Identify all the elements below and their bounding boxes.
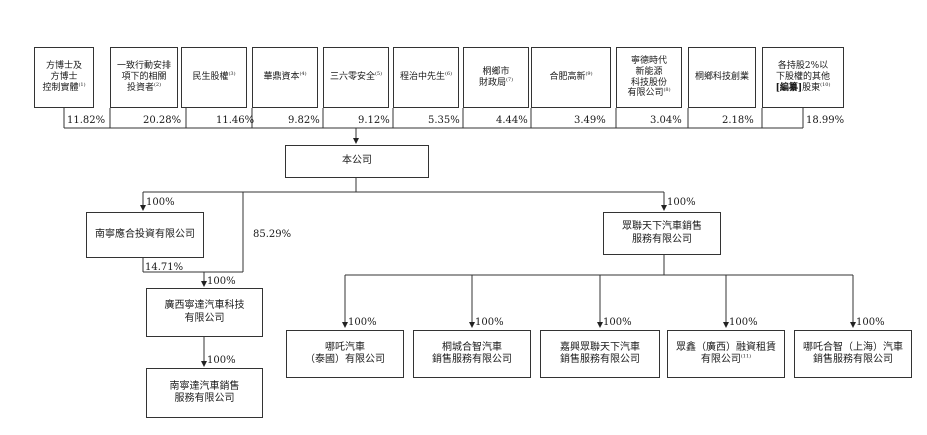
shareholder-pct: 20.28%: [143, 115, 182, 126]
shareholder-pct: 9.82%: [288, 115, 320, 126]
pct-label: 100%: [475, 317, 504, 328]
subsidiary-box: 嘉興眾聯天下汽車 銷售服務有限公司: [540, 330, 660, 378]
shareholder-pct: 18.99%: [806, 115, 845, 126]
shareholder-box: 程治中先生(6): [393, 47, 459, 108]
subsidiary-box: 眾鑫（廣西）融資租賃 有限公司(11): [667, 330, 785, 378]
subsidiary-box: 哪吒合智（上海）汽車 銷售服務有限公司: [794, 330, 912, 378]
pct-label: 100%: [603, 317, 632, 328]
shareholder-pct: 5.35%: [428, 115, 460, 126]
shareholder-pct: 4.44%: [496, 115, 528, 126]
pct-label: 100%: [146, 197, 175, 208]
pct-label: 14.71%: [145, 262, 184, 273]
shareholder-box: 方博士及 方博士 控制實體(1): [34, 47, 94, 108]
shareholder-pct: 9.12%: [358, 115, 390, 126]
shareholder-box: 民生股權(3): [181, 47, 247, 108]
pct-label: 100%: [207, 276, 236, 287]
tech-company-box: 廣西寧達汽車科技 有限公司: [146, 288, 263, 337]
shareholder-pct: 11.82%: [67, 115, 106, 126]
shareholder-box: 各持股2%以下股權的其他[編纂]股東(10): [762, 47, 844, 108]
shareholder-box: 寧德時代 新能源 科技股份 有限公司(8): [616, 47, 682, 108]
pct-label: 85.29%: [253, 229, 292, 240]
shareholder-box: 桐鄉市 財政局(7): [463, 47, 529, 108]
shareholder-box: 桐鄉科技創業: [688, 47, 756, 108]
pct-label: 100%: [207, 355, 236, 366]
pct-label: 100%: [729, 317, 758, 328]
pct-label: 100%: [348, 317, 377, 328]
shareholder-box: 三六零安全(5): [323, 47, 389, 108]
pct-label: 100%: [667, 197, 696, 208]
investment-company-box: 南寧應合投資有限公司: [86, 212, 204, 258]
shareholder-box: 華鼎資本(4): [252, 47, 318, 108]
company-box: 本公司: [285, 145, 429, 178]
shareholder-pct: 11.46%: [216, 115, 255, 126]
holding-company-box: 眾聯天下汽車銷售 服務有限公司: [603, 212, 721, 255]
pct-label: 100%: [856, 317, 885, 328]
subsidiary-box: 桐城合智汽車 銷售服務有限公司: [413, 330, 531, 378]
shareholder-pct: 3.49%: [574, 115, 606, 126]
shareholder-pct: 3.04%: [650, 115, 682, 126]
shareholder-box: 一致行動安排 項下的相關 投資者(2): [110, 47, 178, 108]
shareholder-box: 合肥高新(9): [531, 47, 611, 108]
subsidiary-box: 哪吒汽車 （泰國）有限公司: [286, 330, 404, 378]
sales-company-box: 南寧達汽車銷售 服務有限公司: [146, 368, 263, 418]
shareholder-pct: 2.18%: [722, 115, 754, 126]
